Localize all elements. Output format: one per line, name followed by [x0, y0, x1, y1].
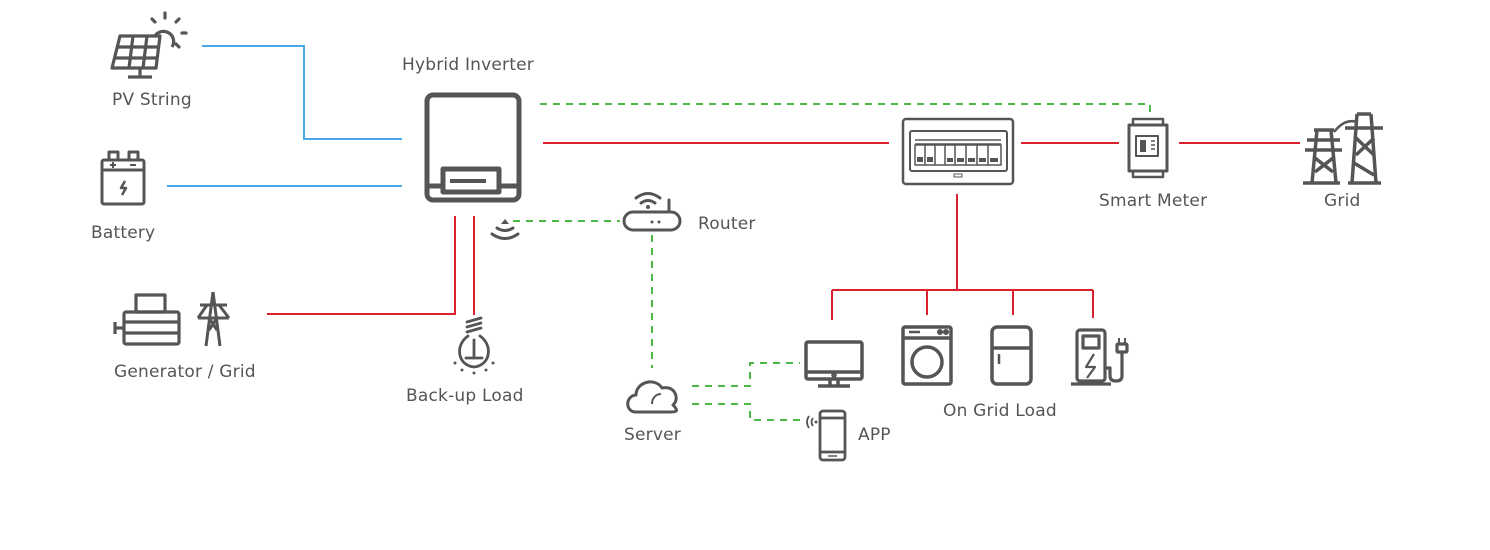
ac-lines — [267, 142, 1300, 320]
breaker-switches — [917, 157, 998, 162]
comm-lines — [513, 103, 1151, 421]
refrigerator-icon — [990, 325, 1033, 386]
smartphone-icon — [806, 409, 847, 462]
pv-string-label: PV String — [112, 90, 192, 110]
line-pv-to-inverter — [202, 45, 402, 140]
cloud-icon — [626, 380, 678, 414]
pylon-icon — [196, 291, 231, 347]
grid-label: Grid — [1324, 191, 1361, 211]
line-inverter-to-meter-comm — [540, 103, 1151, 113]
generator-grid-label: Generator / Grid — [114, 362, 256, 382]
app-label: APP — [858, 425, 891, 445]
wifi-router-icon — [622, 192, 682, 232]
inverter-icon — [424, 92, 522, 203]
line-server-to-app — [692, 403, 800, 421]
wireless-signal-icon — [490, 219, 520, 240]
battery-icon — [100, 150, 146, 206]
ev-charger-icon — [1071, 328, 1129, 386]
hybrid-inverter-label: Hybrid Inverter — [402, 55, 534, 75]
on-grid-load-label: On Grid Load — [943, 401, 1057, 421]
light-bulb-icon — [453, 316, 495, 375]
monitor-icon — [804, 340, 864, 388]
line-generator-to-inverter — [267, 216, 456, 315]
generator-icon — [113, 293, 181, 346]
transmission-tower-icon — [1303, 112, 1383, 185]
line-server-to-monitor — [692, 362, 800, 387]
smart-meter-icon — [1127, 117, 1169, 179]
backup-load-label: Back-up Load — [406, 386, 524, 406]
server-label: Server — [624, 425, 681, 445]
washing-machine-icon — [901, 325, 953, 386]
dc-lines — [167, 45, 402, 187]
router-label: Router — [698, 214, 756, 234]
smart-meter-label: Smart Meter — [1099, 191, 1208, 211]
solar-panel-icon — [110, 11, 188, 79]
battery-label: Battery — [91, 223, 156, 243]
breaker-panel-icon — [901, 117, 1015, 186]
